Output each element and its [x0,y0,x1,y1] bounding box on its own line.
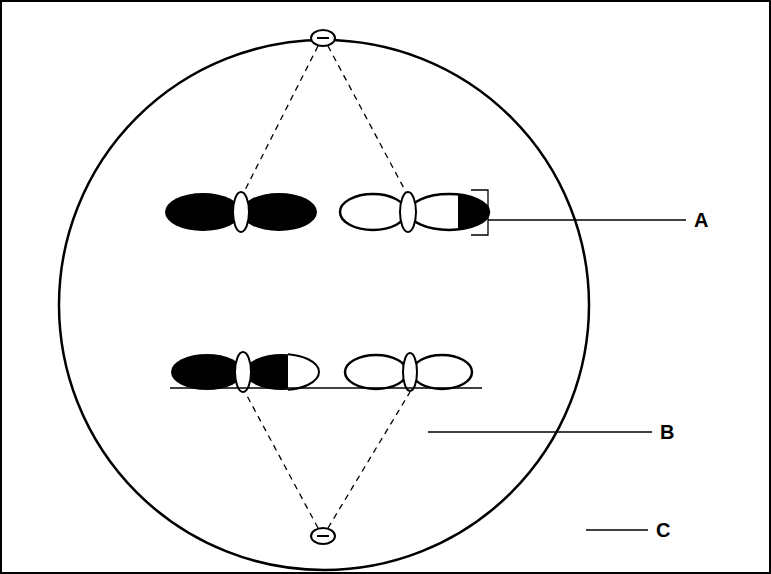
chromosome [345,353,472,391]
chromosome [165,192,317,232]
chromosome [340,192,489,232]
chromosome [171,352,319,392]
centriole [311,528,335,544]
part-label: C [656,520,670,540]
leader-line [488,219,686,221]
centriole [311,30,335,46]
cell-membrane [59,40,589,570]
leader-line [586,529,648,531]
bracket [471,190,488,235]
leader-line [428,431,652,433]
part-label: B [660,422,674,442]
part-label: A [694,210,708,230]
spindle-fiber [243,46,410,528]
equator-line [170,387,482,388]
